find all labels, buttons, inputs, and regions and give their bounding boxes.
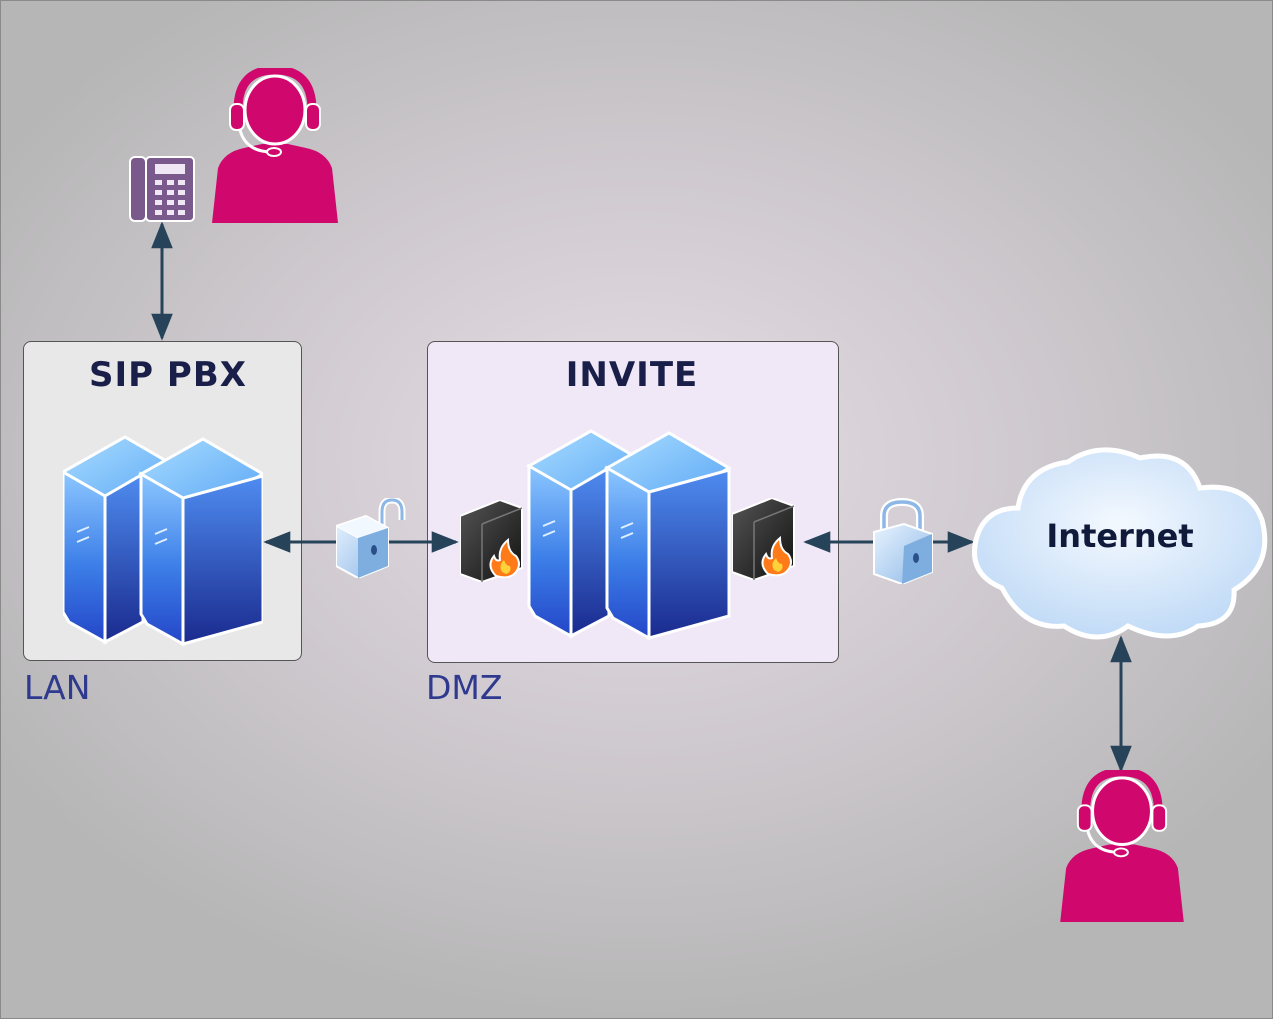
person-with-headset-icon [1060,772,1184,922]
dmz-caption: DMZ [426,668,503,707]
desk-phone-icon [129,156,195,222]
lan-caption: LAN [24,668,91,707]
cloud-icon [972,447,1268,640]
invite-title: INVITE [565,355,699,395]
server-rack-icon [63,435,263,646]
unlocked-padlock-icon [336,500,402,578]
sip-pbx-title: SIP PBX [89,355,247,395]
firewall-icon [732,498,795,580]
person-with-headset-icon [212,70,338,223]
locked-padlock-icon [874,502,932,584]
firewall-icon [460,500,523,582]
server-rack-icon [527,429,731,640]
internet-label: Internet [1046,517,1194,555]
